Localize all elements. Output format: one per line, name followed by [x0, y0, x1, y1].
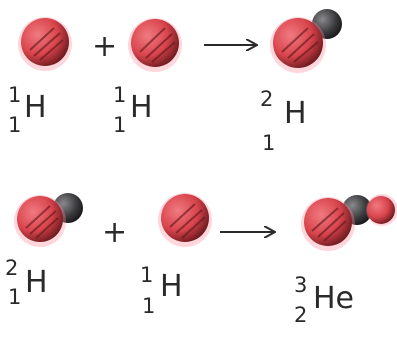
eq2-reactant-2: 1 1 H	[140, 193, 212, 318]
eq1-reactant-1: 1 1 H	[8, 17, 72, 137]
eq2-r1-element-symbol: H	[25, 265, 48, 300]
proton-nucleus	[158, 193, 212, 247]
proton-nucleus	[14, 195, 66, 247]
eq1-r1-mass-number: 1	[8, 83, 21, 107]
eq2-p-mass-number: 3	[294, 273, 307, 297]
eq2-r1-mass-number: 2	[5, 256, 18, 280]
proton-nucleus	[301, 197, 355, 251]
eq2-plus-sign: +	[102, 215, 127, 250]
proton-nucleus	[18, 17, 72, 71]
eq2-r2-element-symbol: H	[160, 269, 183, 304]
eq1-r1-atomic-number: 1	[8, 113, 21, 137]
eq1-reactant-2: 1 1 H	[113, 18, 182, 137]
equation-2: 2 1 H + 1 1 H	[5, 193, 397, 327]
eq2-p-element-symbol: He	[313, 281, 354, 316]
eq2-reactant-1: 2 1 H	[5, 193, 83, 309]
eq1-r2-mass-number: 1	[113, 83, 126, 107]
eq1-p-atomic-number: 1	[262, 131, 275, 155]
eq1-p-mass-number: 2	[260, 87, 273, 111]
eq2-r2-atomic-number: 1	[142, 294, 155, 318]
proton-nucleus	[128, 18, 182, 72]
eq1-r2-element-symbol: H	[130, 90, 153, 125]
eq1-product: 2 1 H	[260, 9, 342, 155]
eq1-p-element-symbol: H	[284, 96, 307, 131]
equation-1: 1 1 H + 1 1 H	[8, 9, 342, 155]
eq2-r1-atomic-number: 1	[8, 285, 21, 309]
eq2-product: 3 2 He	[294, 194, 397, 327]
eq2-p-atomic-number: 2	[294, 303, 307, 327]
eq2-r2-mass-number: 1	[140, 263, 153, 287]
eq1-r1-element-symbol: H	[24, 90, 47, 125]
proton-nucleus	[366, 194, 397, 226]
eq1-plus-sign: +	[92, 29, 117, 64]
proton-nucleus	[270, 17, 326, 73]
eq1-r2-atomic-number: 1	[113, 113, 126, 137]
